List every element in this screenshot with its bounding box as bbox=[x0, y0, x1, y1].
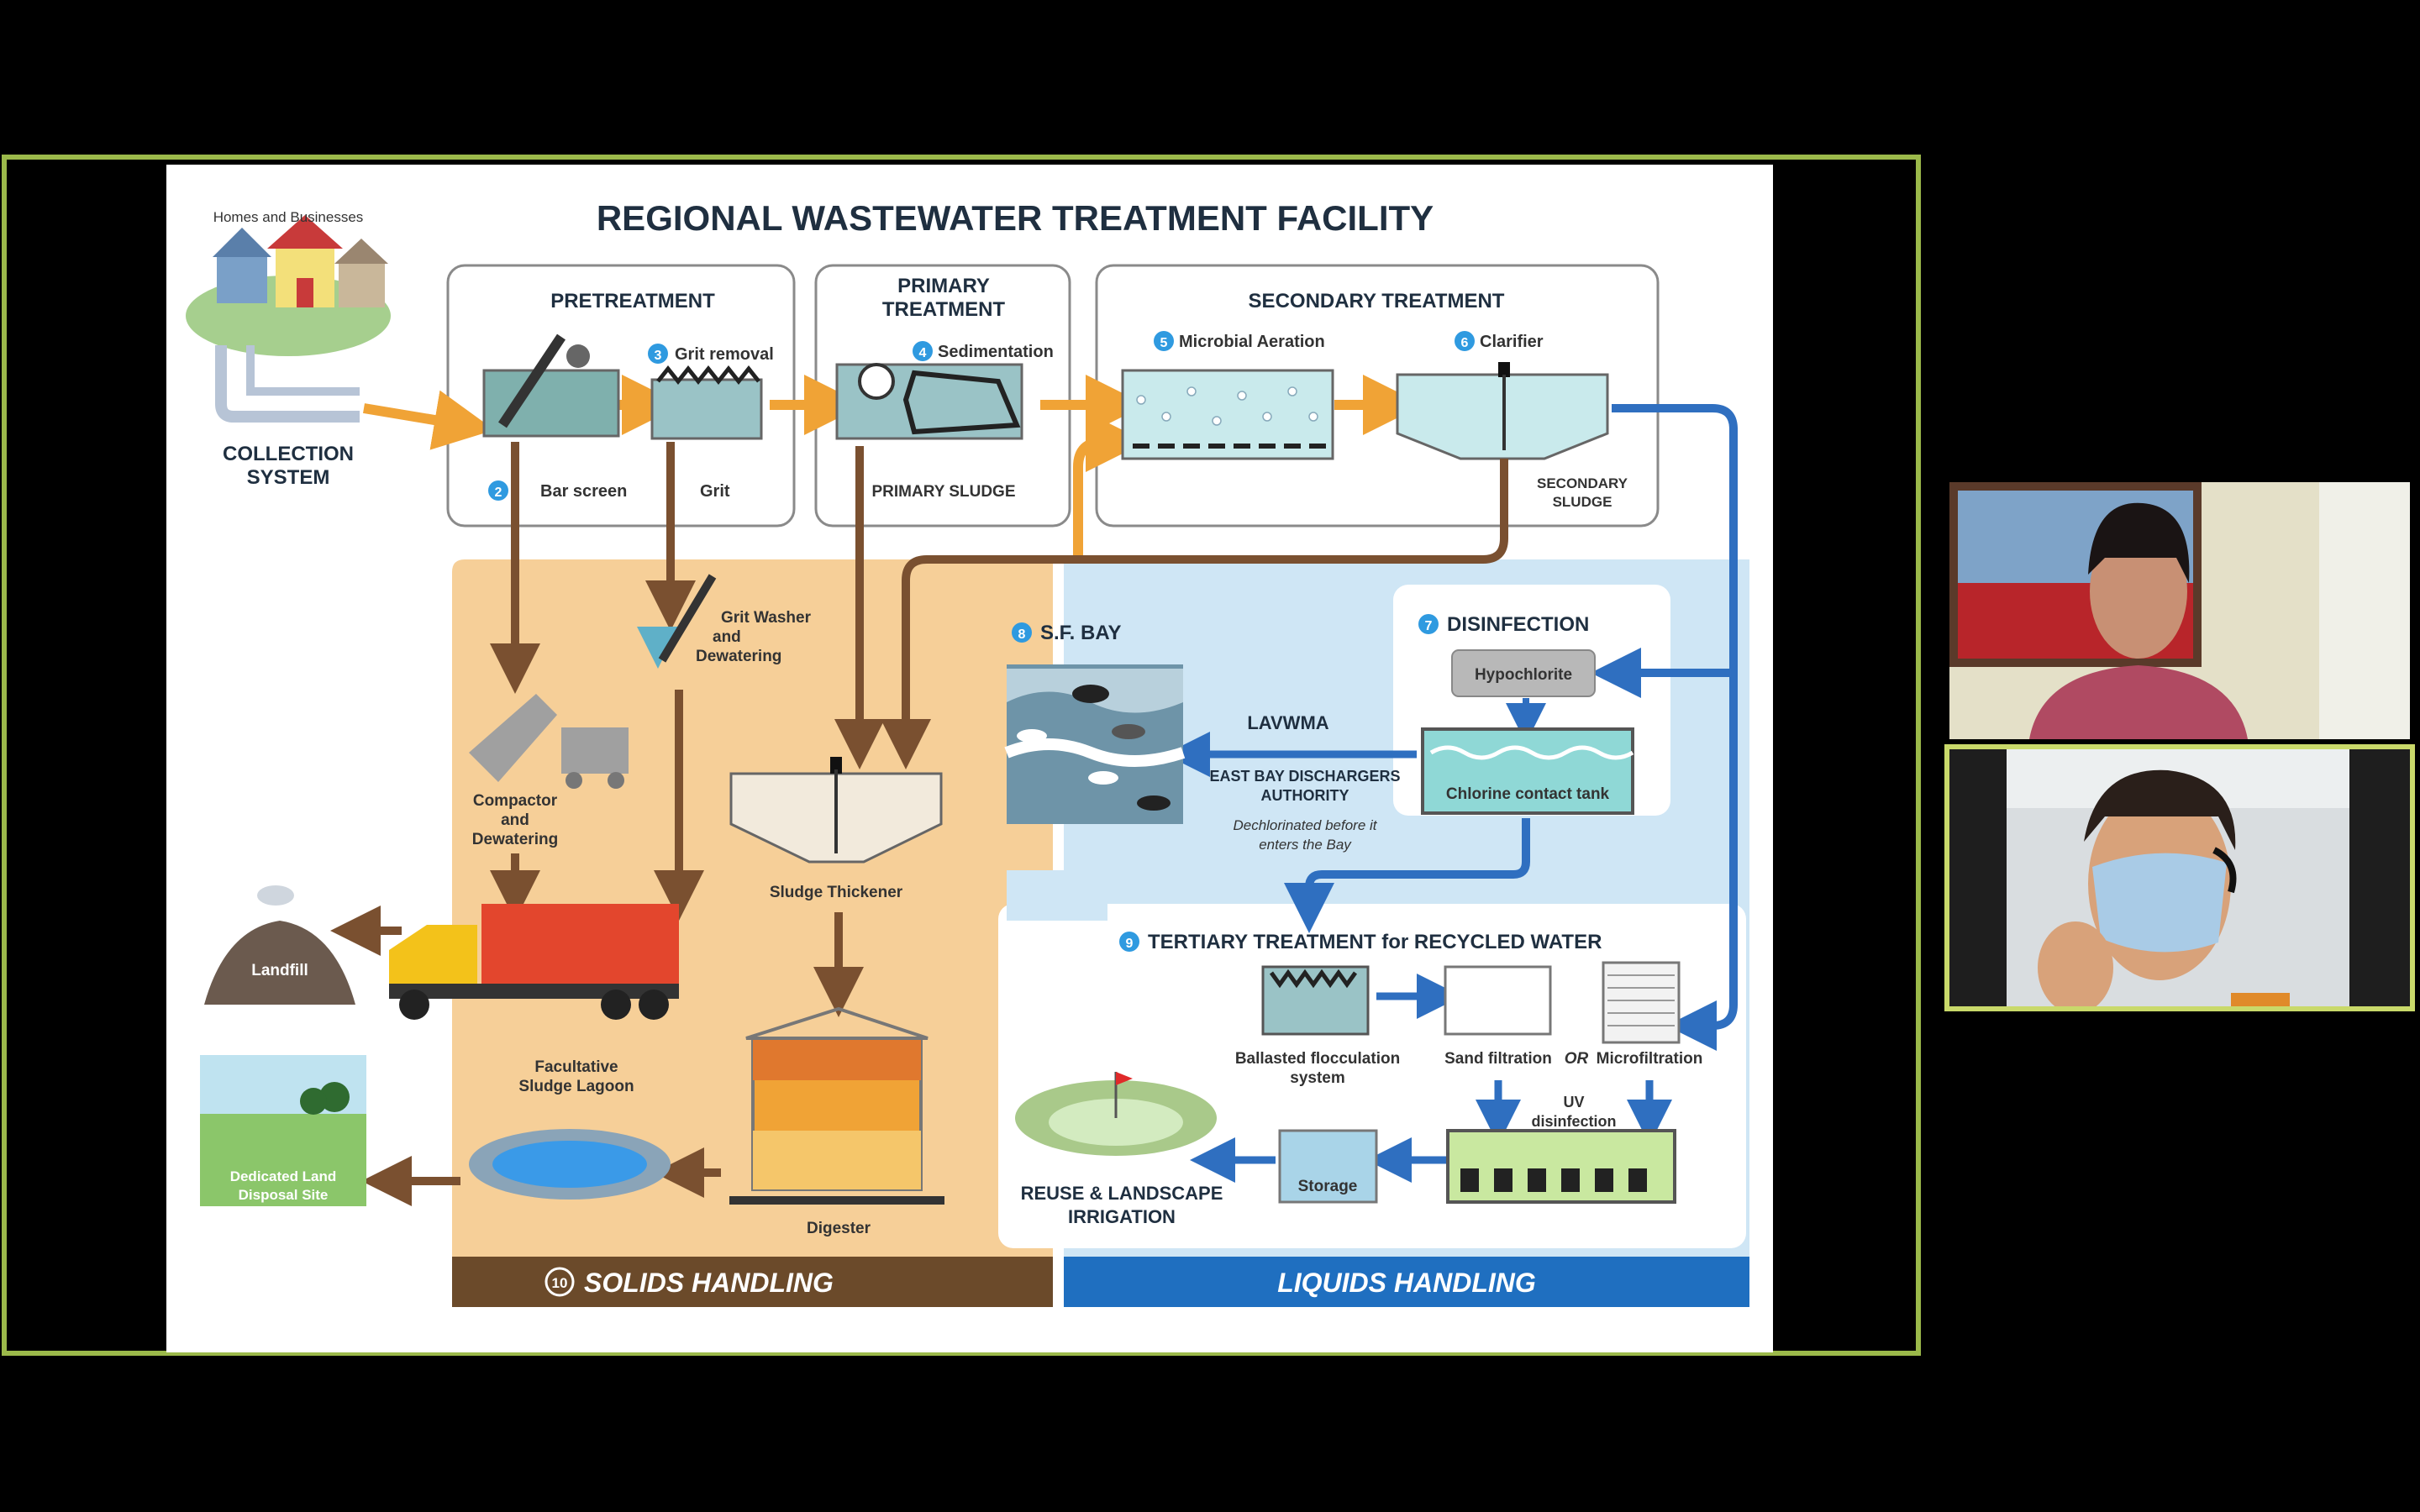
dechlorinated-note-1: Dechlorinated before it bbox=[1233, 817, 1377, 833]
sf-bay-label: S.F. BAY bbox=[1040, 622, 1121, 644]
step-10-badge: 10 bbox=[552, 1275, 568, 1291]
collection-system-label-1: COLLECTION bbox=[223, 443, 354, 465]
grit-washer-label-2: and bbox=[713, 628, 741, 646]
microbial-aeration-label: Microbial Aeration bbox=[1179, 333, 1325, 351]
lagoon-label-2: Sludge Lagoon bbox=[518, 1078, 634, 1095]
dechlorinated-note-2: enters the Bay bbox=[1259, 837, 1352, 853]
compactor-label-2: and bbox=[501, 811, 529, 829]
disinfection-title: DISINFECTION bbox=[1447, 613, 1589, 636]
slide-title: REGIONAL WASTEWATER TREATMENT FACILITY bbox=[597, 198, 1434, 238]
step-8-badge: 8 bbox=[1018, 627, 1026, 642]
compactor-label-1: Compactor bbox=[473, 792, 558, 810]
secondary-sludge-label-1: SECONDARY bbox=[1537, 475, 1628, 491]
lavwma-label: LAVWMA bbox=[1247, 712, 1328, 733]
step-9-badge: 9 bbox=[1126, 937, 1134, 951]
grit-removal-label: Grit removal bbox=[675, 345, 774, 364]
step-6-badge: 6 bbox=[1461, 336, 1469, 350]
primary-title-1: PRIMARY bbox=[897, 275, 990, 297]
compactor-label-3: Dewatering bbox=[472, 831, 558, 848]
participant-2-video-frame bbox=[1949, 749, 2410, 1006]
participant-video-1[interactable] bbox=[1949, 482, 2410, 739]
collection-system-label-2: SYSTEM bbox=[247, 466, 330, 489]
secondary-title: SECONDARY TREATMENT bbox=[1249, 290, 1505, 312]
or-label: OR bbox=[1565, 1050, 1589, 1068]
sedimentation-label: Sedimentation bbox=[938, 343, 1054, 361]
chlorine-contact-tank-label: Chlorine contact tank bbox=[1446, 785, 1610, 803]
lagoon-label-1: Facultative bbox=[534, 1058, 618, 1076]
step-3-badge: 3 bbox=[655, 349, 662, 363]
ballasted-label-2: system bbox=[1290, 1069, 1345, 1087]
solids-handling-banner: SOLIDS HANDLING bbox=[584, 1268, 834, 1298]
digester-label: Digester bbox=[807, 1220, 871, 1237]
ebda-label-1: EAST BAY DISCHARGERS bbox=[1209, 768, 1400, 785]
storage-label: Storage bbox=[1298, 1178, 1358, 1195]
grit-washer-label-3: Dewatering bbox=[696, 648, 781, 665]
reuse-label-1: REUSE & LANDSCAPE bbox=[1021, 1183, 1223, 1204]
step-7-badge: 7 bbox=[1425, 619, 1433, 633]
step-4-badge: 4 bbox=[919, 346, 927, 360]
landfill-label: Landfill bbox=[251, 962, 308, 979]
hypochlorite-label: Hypochlorite bbox=[1475, 666, 1572, 684]
participant-video-2-active-speaker[interactable] bbox=[1944, 744, 2415, 1011]
sand-filtration-label: Sand filtration bbox=[1444, 1050, 1552, 1068]
homes-label: Homes and Businesses bbox=[213, 209, 364, 225]
participant-1-video-frame bbox=[1949, 482, 2410, 739]
step-5-badge: 5 bbox=[1160, 336, 1168, 350]
uv-label-1: UV bbox=[1563, 1094, 1584, 1110]
sludge-thickener-label: Sludge Thickener bbox=[770, 884, 903, 901]
liquids-handling-banner: LIQUIDS HANDLING bbox=[1277, 1268, 1536, 1298]
land-disposal-label-2: Disposal Site bbox=[239, 1187, 329, 1203]
presentation-slide: REGIONAL WASTEWATER TREATMENT FACILITY H… bbox=[166, 165, 1773, 1352]
pretreatment-title: PRETREATMENT bbox=[550, 290, 715, 312]
clarifier-label: Clarifier bbox=[1480, 333, 1544, 351]
land-disposal-label-1: Dedicated Land bbox=[230, 1168, 337, 1184]
reuse-label-2: IRRIGATION bbox=[1068, 1206, 1176, 1227]
tertiary-title: TERTIARY TREATMENT for RECYCLED WATER bbox=[1148, 931, 1602, 953]
screen-share-frame: REGIONAL WASTEWATER TREATMENT FACILITY H… bbox=[2, 155, 1921, 1356]
grit-label: Grit bbox=[700, 482, 730, 501]
step-2-badge: 2 bbox=[495, 486, 502, 500]
bar-screen-label: Bar screen bbox=[540, 482, 627, 501]
wastewater-diagram: REGIONAL WASTEWATER TREATMENT FACILITY H… bbox=[186, 198, 1749, 1307]
secondary-sludge-label-2: SLUDGE bbox=[1553, 494, 1612, 510]
ebda-label-2: AUTHORITY bbox=[1261, 787, 1349, 804]
primary-title-2: TREATMENT bbox=[882, 298, 1006, 321]
uv-label-2: disinfection bbox=[1531, 1113, 1616, 1130]
microfiltration-label: Microfiltration bbox=[1597, 1050, 1703, 1068]
grit-washer-label-1: Grit Washer bbox=[721, 609, 812, 627]
primary-sludge-label: PRIMARY SLUDGE bbox=[871, 483, 1015, 501]
ballasted-label-1: Ballasted flocculation bbox=[1235, 1050, 1400, 1068]
